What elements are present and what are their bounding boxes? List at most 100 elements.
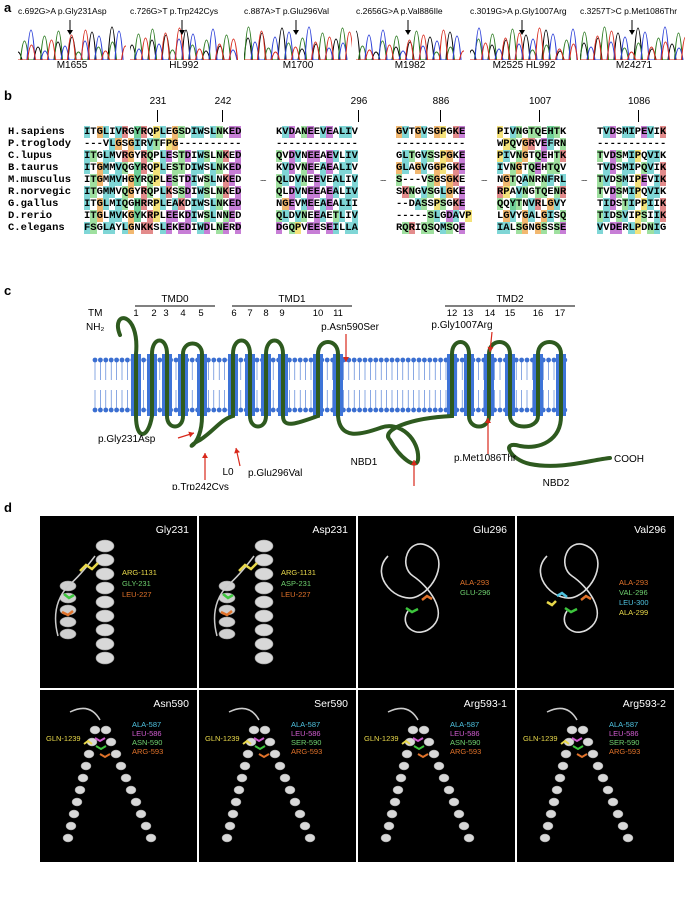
lipid-head (400, 407, 406, 413)
lipid-head (384, 407, 389, 413)
position-number: 1007 (529, 96, 552, 107)
residue: - (609, 138, 616, 150)
residue: T (622, 198, 629, 210)
variant-arrow-head-icon (234, 448, 241, 454)
residue: L (497, 210, 504, 222)
residue: Q (534, 126, 542, 138)
residue: D (184, 174, 192, 186)
residue: I (115, 198, 122, 210)
residue: V (603, 126, 610, 138)
alignment-row: ITGMMVQGYRQPLESTDIWSLNKED (84, 162, 241, 174)
alignment-row: GVTGVSGPGKE (396, 126, 472, 138)
residue: Q (288, 222, 295, 234)
helix-turn (401, 749, 413, 759)
species-name: C.elegans (8, 222, 65, 234)
helix-turn (77, 773, 89, 783)
residue: N (301, 150, 308, 162)
residue: V (301, 222, 308, 234)
residue: N (301, 186, 308, 198)
residue: T (597, 198, 604, 210)
residue: V (320, 174, 327, 186)
residue: A (503, 222, 510, 234)
lipid-head (395, 357, 400, 363)
residue: V (421, 186, 428, 198)
residue: D (235, 162, 242, 174)
residue: T (597, 126, 604, 138)
residue: H (547, 126, 554, 138)
lipid-head (351, 407, 357, 413)
residue: P (634, 150, 642, 162)
residue: G (128, 138, 135, 150)
lipid-head (416, 407, 422, 413)
residue: T (90, 186, 97, 198)
residue: D (184, 210, 192, 222)
residue: - (615, 138, 623, 150)
residue: E (326, 162, 333, 174)
trace-line (18, 29, 124, 60)
helix-turn (65, 821, 77, 831)
residue: G (534, 222, 542, 234)
residue: R (146, 198, 154, 210)
residue: D (184, 186, 192, 198)
residue: G (128, 186, 135, 198)
residue: V (421, 150, 428, 162)
helix-turn (433, 761, 445, 771)
residue: D (235, 222, 242, 234)
lipid-head (405, 407, 411, 413)
residue: S (641, 210, 648, 222)
alignment-row: ITGLIVRGYRQPLEGSDIWSLNKED (84, 126, 241, 138)
lipid-head (98, 407, 103, 413)
position-number: 296 (350, 96, 368, 107)
residue: R (140, 198, 147, 210)
residue: Q (402, 222, 409, 234)
residue-label: ARG-593 (609, 747, 641, 756)
residue: L (402, 162, 409, 174)
residue-label: ALA-587 (450, 720, 480, 729)
lipid-head (254, 407, 260, 413)
alignment-row: IVNGTQEHTQV (497, 162, 566, 174)
helix-turn (304, 833, 316, 843)
lipid-head (524, 407, 530, 413)
residue: Q (146, 150, 154, 162)
lipid-head (378, 407, 384, 413)
residue: I (414, 222, 422, 234)
down-arrow-icon (222, 110, 223, 122)
residue: Y (509, 198, 516, 210)
residue: G (96, 186, 103, 198)
helix-turn (545, 809, 557, 819)
residue: S (203, 174, 210, 186)
alignment-row: QVDVNEEAEVLIV (276, 150, 358, 162)
ribbon-model (539, 707, 634, 843)
residue: R (140, 186, 147, 198)
residue: E (228, 198, 236, 210)
helix-turn (592, 761, 604, 771)
residue: D (235, 150, 242, 162)
helix-turn (557, 761, 569, 771)
residue: L (209, 222, 217, 234)
residue: T (597, 174, 604, 186)
residue: L (121, 222, 129, 234)
helix-turn (254, 539, 274, 553)
helix-turn (254, 581, 274, 595)
lipid-head (438, 407, 443, 413)
residue: D (446, 210, 453, 222)
residue: R (497, 186, 504, 198)
helix-turn (389, 797, 401, 807)
residue: R (553, 174, 560, 186)
residue: L (102, 126, 110, 138)
residue-label: ALA-293 (619, 578, 649, 587)
residue: Q (559, 210, 567, 222)
residue: K (452, 198, 459, 210)
lipid-head (216, 407, 222, 413)
residue: E (313, 222, 321, 234)
residue: V (351, 210, 358, 222)
lipid-head (373, 407, 379, 413)
residue: - (408, 138, 415, 150)
loop-label: L0 (222, 467, 234, 478)
coil (69, 707, 101, 721)
helix-turn (448, 797, 460, 807)
residue: D (184, 162, 192, 174)
